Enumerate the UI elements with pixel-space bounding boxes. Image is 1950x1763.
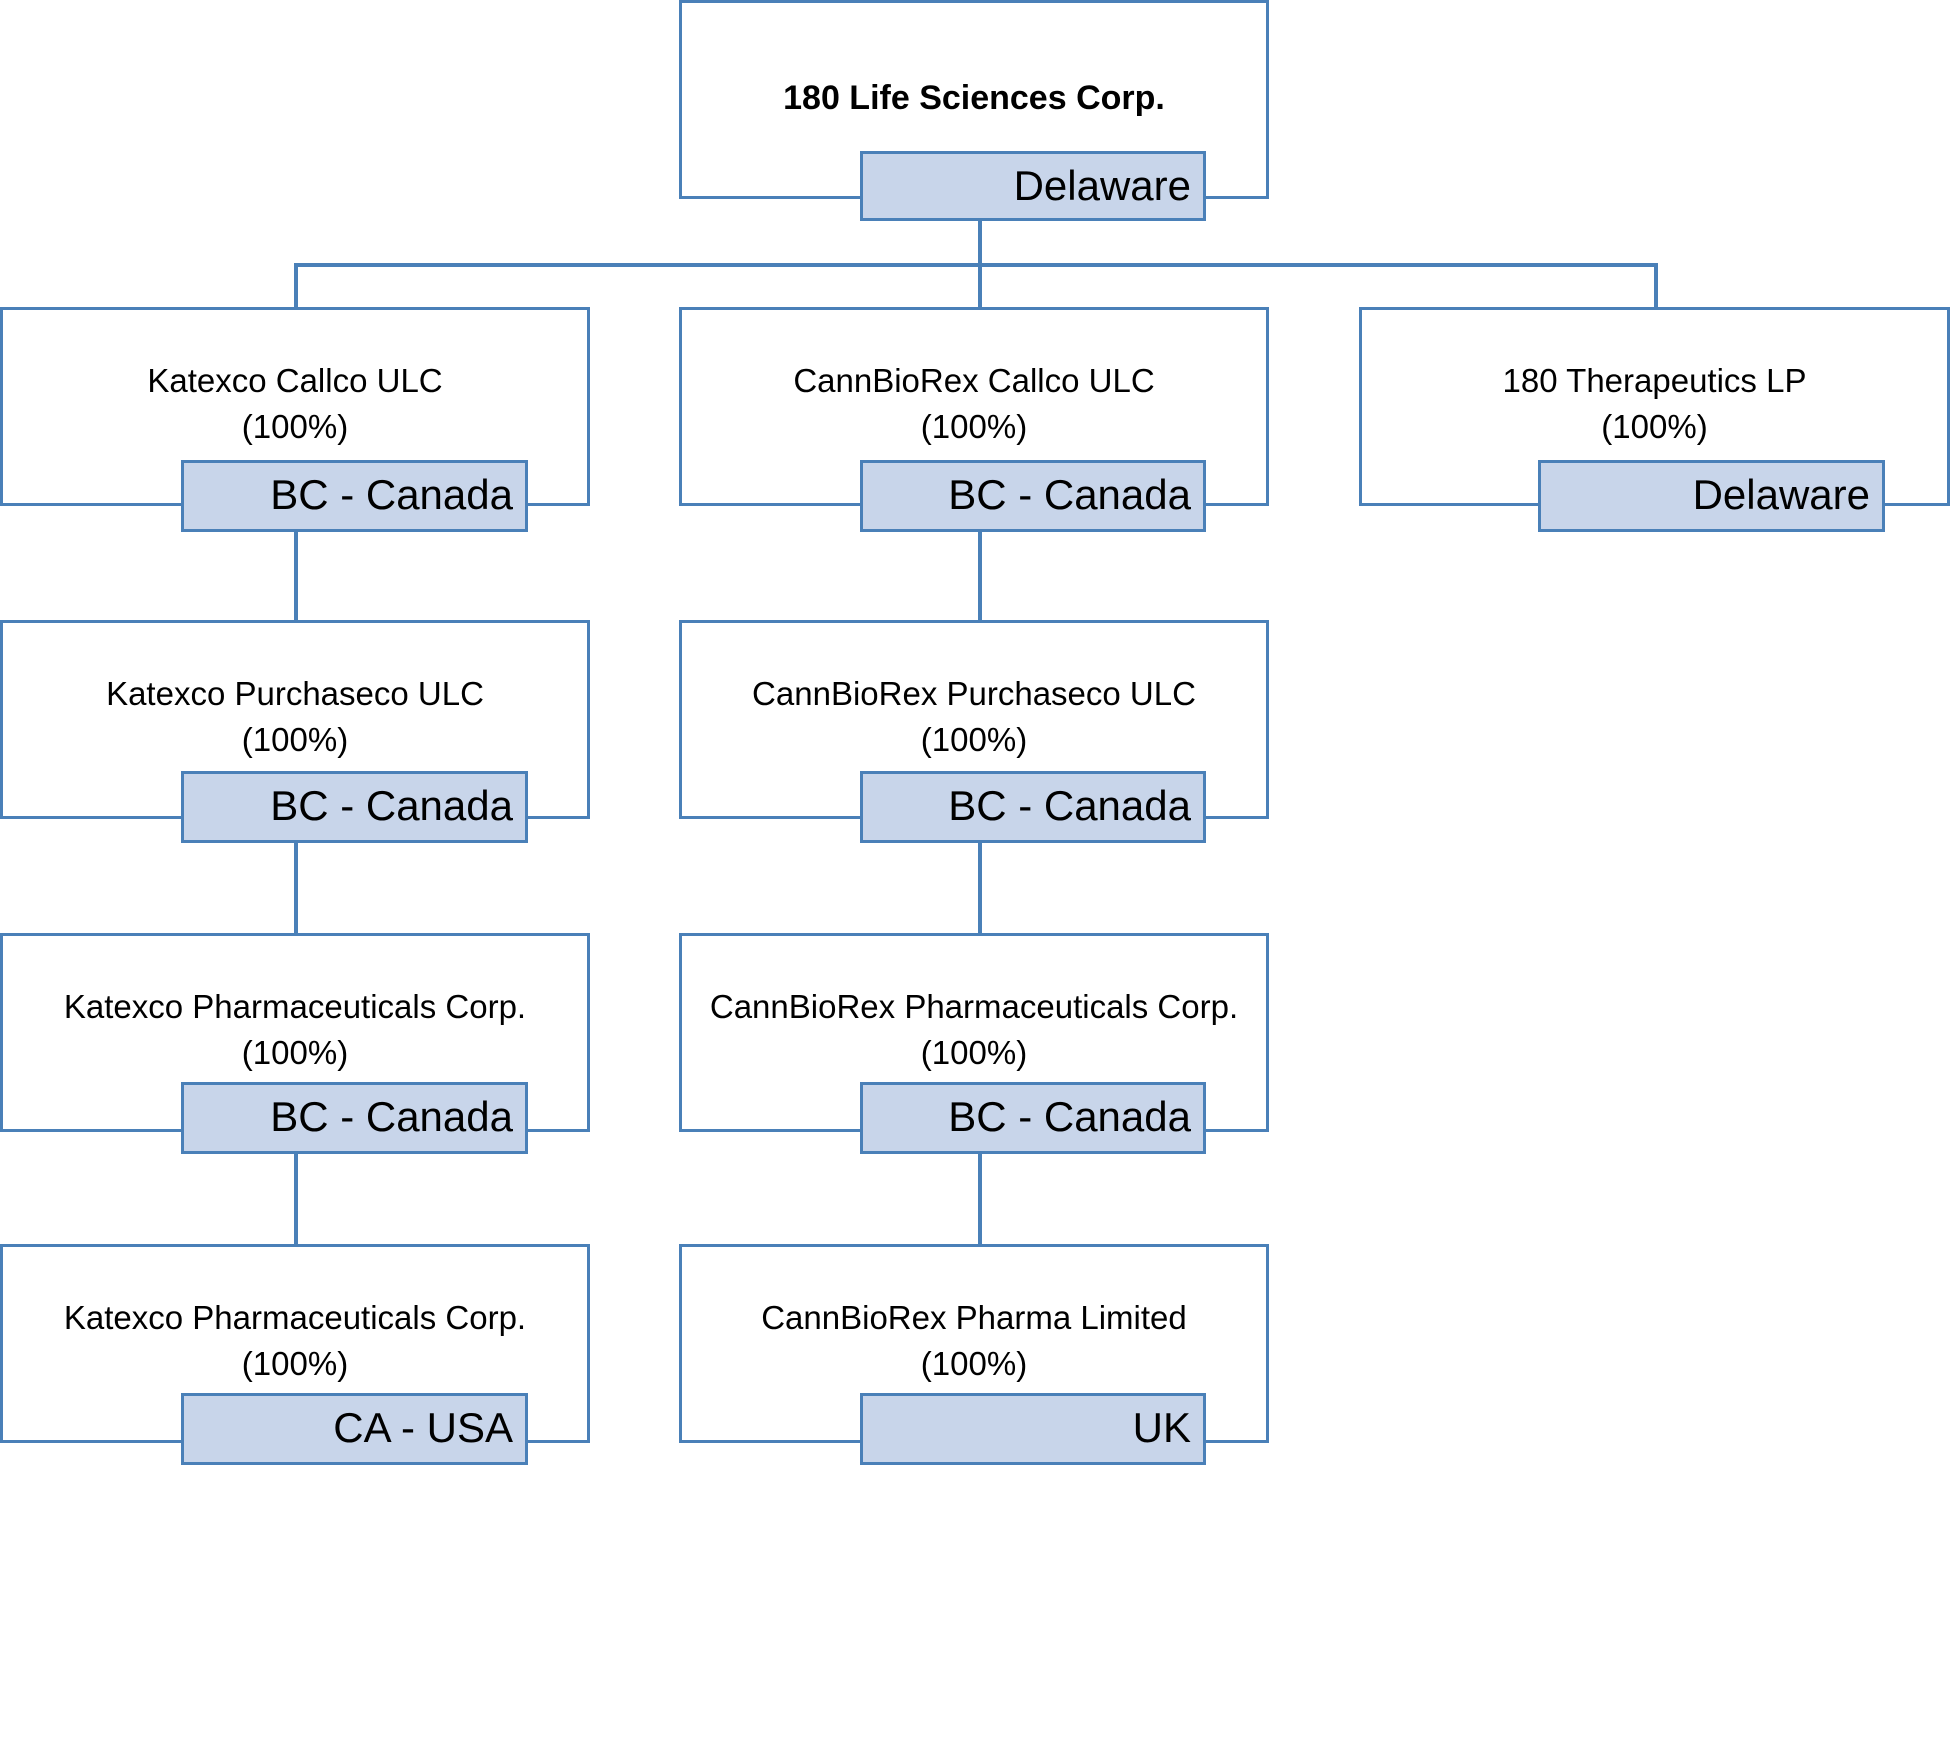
- entity-name: Katexco Pharmaceuticals Corp.: [63, 1299, 527, 1336]
- ownership-percent: (100%): [241, 1034, 349, 1071]
- ownership-percent: (100%): [1601, 408, 1708, 445]
- ownership-percent: (100%): [920, 1034, 1028, 1071]
- connector-horizontal-bus: [294, 263, 1658, 267]
- entity-name: 180 Therapeutics LP: [1502, 362, 1807, 399]
- jurisdiction-tag-col2-4: UK: [860, 1393, 1206, 1465]
- entity-name: CannBioRex Purchaseco ULC: [752, 675, 1196, 712]
- connector-col3-top: [1654, 263, 1658, 309]
- connector-col1-top: [294, 263, 298, 309]
- entity-name: Katexco Pharmaceuticals Corp.: [63, 988, 527, 1025]
- connector-col1-1-2: [294, 530, 298, 622]
- ownership-percent: (100%): [920, 721, 1028, 758]
- entity-name: CannBioRex Callco ULC: [793, 362, 1155, 399]
- jurisdiction-tag-col1-3: BC - Canada: [181, 1082, 528, 1154]
- jurisdiction-tag-col1-2: BC - Canada: [181, 771, 528, 843]
- entity-name: 180 Life Sciences Corp.: [783, 79, 1165, 117]
- entity-name: CannBioRex Pharma Limited: [761, 1299, 1187, 1336]
- ownership-percent: (100%): [241, 408, 349, 445]
- connector-root-down: [978, 220, 982, 265]
- jurisdiction-tag-col1-1: BC - Canada: [181, 460, 528, 532]
- entity-name: CannBioRex Pharmaceuticals Corp.: [709, 988, 1239, 1025]
- ownership-percent: (100%): [920, 1345, 1028, 1382]
- jurisdiction-tag-col3-1: Delaware: [1538, 460, 1885, 532]
- connector-col2-2-3: [978, 841, 982, 935]
- connector-col2-1-2: [978, 530, 982, 622]
- jurisdiction-tag-root: Delaware: [860, 151, 1206, 221]
- connector-col1-3-4: [294, 1152, 298, 1246]
- ownership-percent: (100%): [920, 408, 1028, 445]
- ownership-percent: (100%): [241, 721, 349, 758]
- jurisdiction-tag-col2-3: BC - Canada: [860, 1082, 1206, 1154]
- connector-col2-top: [978, 263, 982, 309]
- ownership-percent: (100%): [241, 1345, 349, 1382]
- jurisdiction-tag-col1-4: CA - USA: [181, 1393, 528, 1465]
- connector-col1-2-3: [294, 841, 298, 935]
- jurisdiction-tag-col2-2: BC - Canada: [860, 771, 1206, 843]
- connector-col2-3-4: [978, 1152, 982, 1246]
- entity-name: Katexco Purchaseco ULC: [106, 675, 484, 712]
- entity-name: Katexco Callco ULC: [147, 362, 443, 399]
- jurisdiction-tag-col2-1: BC - Canada: [860, 460, 1206, 532]
